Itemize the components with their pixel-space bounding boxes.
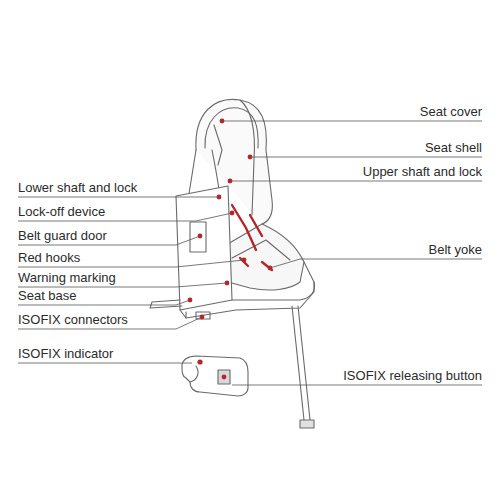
part-label: Red hooks bbox=[18, 250, 80, 265]
part-label: Lock-off device bbox=[18, 204, 105, 219]
part-label: Upper shaft and lock bbox=[363, 164, 482, 179]
part-label: ISOFIX connectors bbox=[18, 312, 128, 327]
part-label: ISOFIX releasing button bbox=[343, 368, 482, 383]
part-label: Lower shaft and lock bbox=[18, 180, 137, 195]
part-label: ISOFIX indicator bbox=[18, 346, 113, 361]
part-label: Belt yoke bbox=[429, 242, 482, 257]
part-label: Seat base bbox=[18, 288, 77, 303]
part-label: Seat cover bbox=[420, 104, 482, 119]
part-label: Warning marking bbox=[18, 270, 116, 285]
part-label: Seat shell bbox=[425, 140, 482, 155]
part-label: Belt guard door bbox=[18, 228, 107, 243]
